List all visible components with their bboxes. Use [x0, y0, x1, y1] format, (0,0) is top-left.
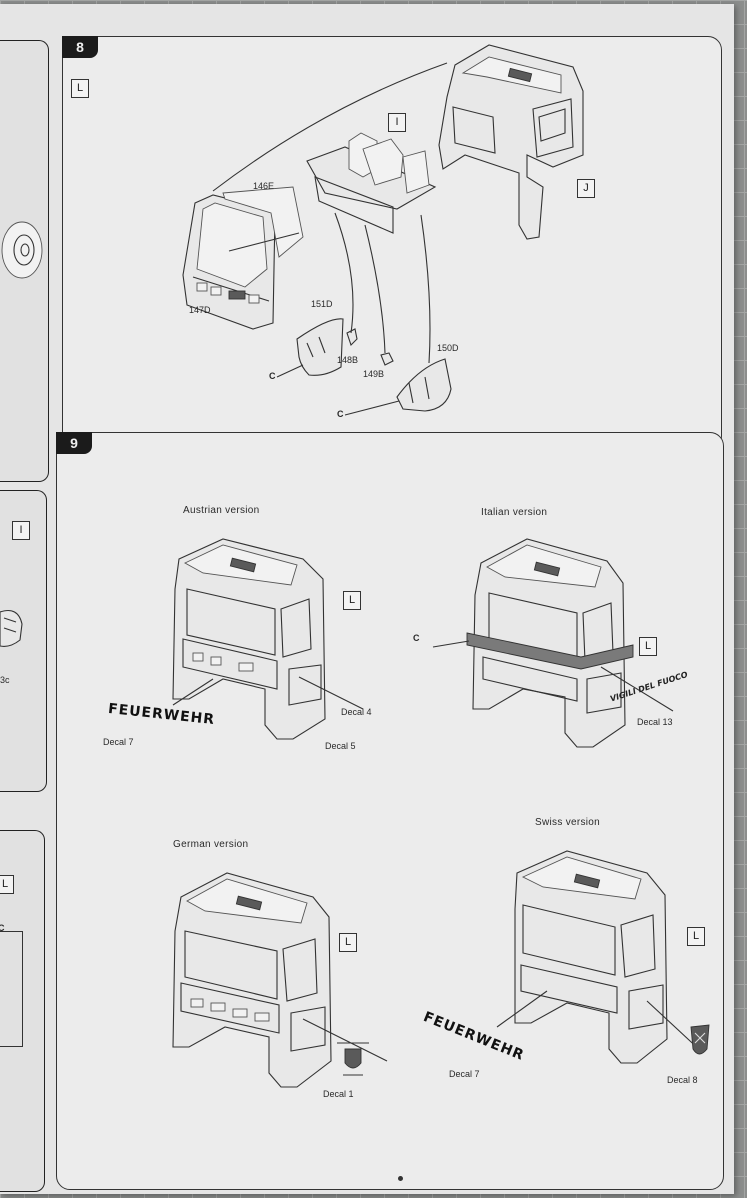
prev-page-glue-mark: C [0, 923, 5, 933]
prev-page-panel-middle: I 3c [0, 490, 47, 792]
glue-mark-1: C [269, 371, 276, 381]
prev-page-box [0, 931, 23, 1047]
german-decal-1-label: Decal 1 [323, 1089, 354, 1099]
prev-page-part-label: 3c [0, 675, 10, 685]
german-version-title: German version [173, 839, 249, 850]
austrian-decal-4-label: Decal 4 [341, 707, 372, 717]
austrian-decal-5-label: Decal 5 [325, 741, 356, 751]
part-147-label: 147D [189, 305, 211, 315]
german-crest-decal [337, 1042, 369, 1076]
step-8-badge: 8 [62, 36, 98, 58]
swiss-decal-8-label: Decal 8 [667, 1075, 698, 1085]
instruction-sheet: I 3c L C 8 L I J [0, 4, 734, 1194]
part-146-label: 146E [253, 181, 275, 191]
austrian-part-tag: L [343, 591, 361, 610]
part-149-label: 149B [363, 369, 385, 379]
prev-page-panel-bottom: L C [0, 830, 45, 1192]
swiss-part-tag: L [687, 927, 705, 946]
german-cab-drawing [172, 872, 388, 1088]
page-bottom-dot [398, 1176, 403, 1181]
italian-part-tag: L [639, 637, 657, 656]
swiss-decal-7-label: Decal 7 [449, 1069, 480, 1079]
swiss-crest-decal [690, 1024, 710, 1055]
italian-decal-13-label: Decal 13 [637, 717, 673, 727]
step-9-panel: 9 Austrian version L FEUERWEHR Decal 7 D… [56, 432, 724, 1190]
prev-page-wheel-drawing [1, 221, 43, 279]
step-8-panel: 8 L I J [62, 36, 722, 450]
step-9-badge: 9 [56, 432, 92, 454]
step-8-assembly-drawing [182, 44, 584, 416]
swiss-cab-drawing [496, 850, 704, 1064]
italian-cab-drawing [432, 538, 674, 748]
part-151-label: 151D [311, 299, 333, 309]
prev-page-fender-drawing [0, 609, 23, 647]
prev-page-part-tag-2: L [0, 875, 14, 894]
cab-part-tag: J [577, 179, 595, 198]
part-148-label: 148B [337, 355, 359, 365]
italian-version-title: Italian version [481, 507, 548, 518]
italian-glue-mark: C [413, 633, 420, 643]
interior-part-tag: I [388, 113, 406, 132]
glue-mark-2: C [337, 409, 344, 419]
austrian-decal-7-label: Decal 7 [103, 737, 134, 747]
austrian-version-title: Austrian version [183, 505, 260, 516]
swiss-version-title: Swiss version [535, 817, 601, 828]
german-part-tag: L [339, 933, 357, 952]
step-8-corner-tag: L [71, 79, 89, 98]
part-150-label: 150D [437, 343, 459, 353]
austrian-cab-drawing [172, 538, 364, 740]
prev-page-part-tag: I [12, 521, 30, 540]
